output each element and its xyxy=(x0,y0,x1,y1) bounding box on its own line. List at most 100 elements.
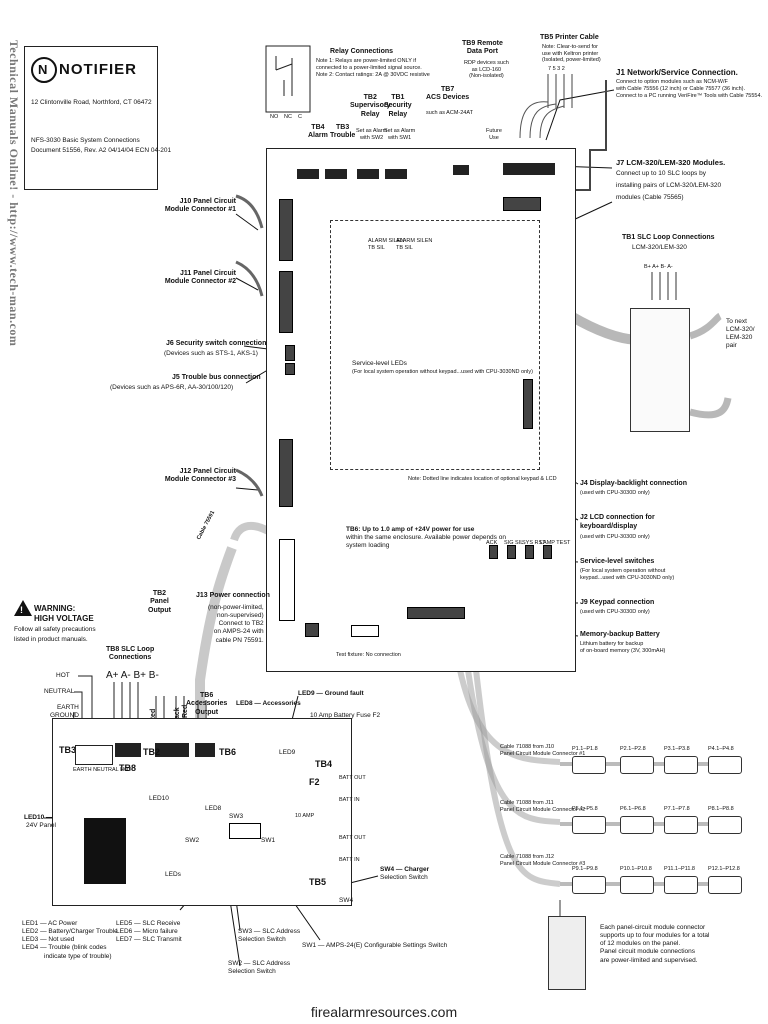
row2-p8: P8.1–P8.8 xyxy=(708,806,734,812)
keypad-outline xyxy=(330,220,540,470)
row3-p12: P12.1–P12.8 xyxy=(708,866,740,872)
sw2-label: SW2 xyxy=(185,837,200,844)
j2-sub: (used with CPU-3030D only) xyxy=(580,534,650,540)
j1-title: J1 Network/Service Connection. xyxy=(616,68,738,77)
service-switches-l2: keypad...used with CPU-3030ND only) xyxy=(580,575,675,581)
j13-title: J13 Power connection xyxy=(196,592,270,599)
sw1-dip-switch[interactable] xyxy=(229,823,261,839)
notifier-logo-icon xyxy=(31,57,57,83)
module-p6 xyxy=(620,816,654,834)
tb9-tb5-terminal xyxy=(503,163,555,175)
j1-line3: Connect to a PC running VeriFire™ Tools … xyxy=(616,93,763,99)
relay-contact-c: C xyxy=(298,114,302,120)
j13-power-connector xyxy=(279,539,295,621)
warning-line1: Follow all safety precautions xyxy=(14,626,96,633)
tb6-psu-terminal xyxy=(195,743,215,757)
tb6-note: TB6: Up to 1.0 amp of +24V power for use… xyxy=(346,526,506,550)
relay-note1: Note 1: Relays are power-limited ONLY if xyxy=(316,58,417,64)
batt-out-1: BATT OUT xyxy=(339,775,366,781)
module-p1 xyxy=(572,756,606,774)
warning-triangle-icon xyxy=(14,600,32,616)
hot-label: HOT xyxy=(56,672,70,679)
j6-connector xyxy=(285,345,295,361)
module-p7 xyxy=(664,816,698,834)
j2-title: J2 LCD connection for xyxy=(580,514,655,521)
doc-info: Document 51556, Rev. A2 04/14/04 ECN 04-… xyxy=(31,147,172,154)
j4-j2-connector xyxy=(523,379,533,429)
warning-exclamation-icon: ! xyxy=(20,605,23,615)
tb8-psu-label: TB8 xyxy=(119,763,137,773)
row3-p10: P10.1–P10.8 xyxy=(620,866,652,872)
module-p4 xyxy=(708,756,742,774)
j7-connector xyxy=(503,197,541,211)
sw1-label: SW1 xyxy=(261,837,276,844)
lcm-320-module xyxy=(630,308,690,432)
ack-switch[interactable] xyxy=(489,545,498,559)
row1-p4: P4.1–P4.8 xyxy=(708,746,734,752)
row1-p2: P2.1–P2.8 xyxy=(620,746,646,752)
j1-line2: with Cable 75556 (12 inch) or Cable 7557… xyxy=(616,86,746,92)
module-p8 xyxy=(708,816,742,834)
j4-sub: (used with CPU-3030D only) xyxy=(580,490,650,496)
test-fixture xyxy=(351,625,379,637)
j7-line3: modules (Cable 75565) xyxy=(616,194,684,201)
f2-label: F2 xyxy=(309,777,320,787)
j2-title2: keyboard/display xyxy=(580,523,638,530)
j12-connector xyxy=(279,439,293,507)
doc-title: NFS-3030 Basic System Connections xyxy=(31,137,140,144)
tb1-slc-title: TB1 SLC Loop Connections xyxy=(622,234,715,241)
notifier-logo-letter: N xyxy=(38,62,48,77)
cpu-board xyxy=(266,148,576,672)
red-wire-label-2: Red xyxy=(182,704,189,718)
relay-note2: Note 2: Contact ratings: 2A @ 30VDC resi… xyxy=(316,72,430,78)
tb1-terminal xyxy=(385,169,407,179)
tb2-psu-label: TB2 xyxy=(143,747,161,757)
batt-in-2: BATT IN xyxy=(339,857,360,863)
memory-battery-l1: Lithium battery for backup xyxy=(580,641,644,647)
led-list-2: LED5 — SLC Receive LED6 — Micro failure … xyxy=(116,920,182,944)
j11-connector xyxy=(279,271,293,333)
led8-desc: LED8 — Accessories xyxy=(236,700,301,707)
j1-line1: Connect to option modules such as NCM-W/… xyxy=(616,79,728,85)
batt-out-2: BATT OUT xyxy=(339,835,366,841)
warning-title2: HIGH VOLTAGE xyxy=(34,614,94,623)
test-fixture-label: Test fixture: No connection xyxy=(336,652,401,658)
j5-label: J5 Trouble bus connection xyxy=(172,374,261,381)
batt-in-1: BATT IN xyxy=(339,797,360,803)
row2-p6: P6.1–P6.8 xyxy=(620,806,646,812)
sw1-desc: SW1 — AMPS-24(E) Configurable Settings S… xyxy=(302,942,448,949)
address: 12 Clintonville Road, Northford, CT 0647… xyxy=(31,99,152,106)
sys-rst-switch[interactable] xyxy=(525,545,534,559)
memory-battery-title: Memory-backup Battery xyxy=(580,631,660,638)
j10-connector xyxy=(279,199,293,261)
service-leds-label: Service-level LEDs xyxy=(352,360,407,367)
module-p2 xyxy=(620,756,654,774)
sig-sil-switch[interactable] xyxy=(507,545,516,559)
side-watermark-text: Technical Manuals Online! - http://www.t… xyxy=(7,40,21,347)
earth-neutral-hot-label: EARTH NEUTRAL HOT xyxy=(73,767,132,773)
tb4-psu-label: TB4 xyxy=(315,759,333,769)
service-leds-sub: (For local system operation without keyp… xyxy=(352,369,533,375)
sw-label-lamptest: LAMP TEST xyxy=(540,540,571,546)
lamp-test-switch[interactable] xyxy=(543,545,552,559)
row2-p7: P7.1–P7.8 xyxy=(664,806,690,812)
module-p3 xyxy=(664,756,698,774)
j9-title: J9 Keypad connection xyxy=(580,599,655,606)
service-switches-l1: (For local system operation without xyxy=(580,568,666,574)
tb5-psu-label: TB5 xyxy=(309,877,327,887)
